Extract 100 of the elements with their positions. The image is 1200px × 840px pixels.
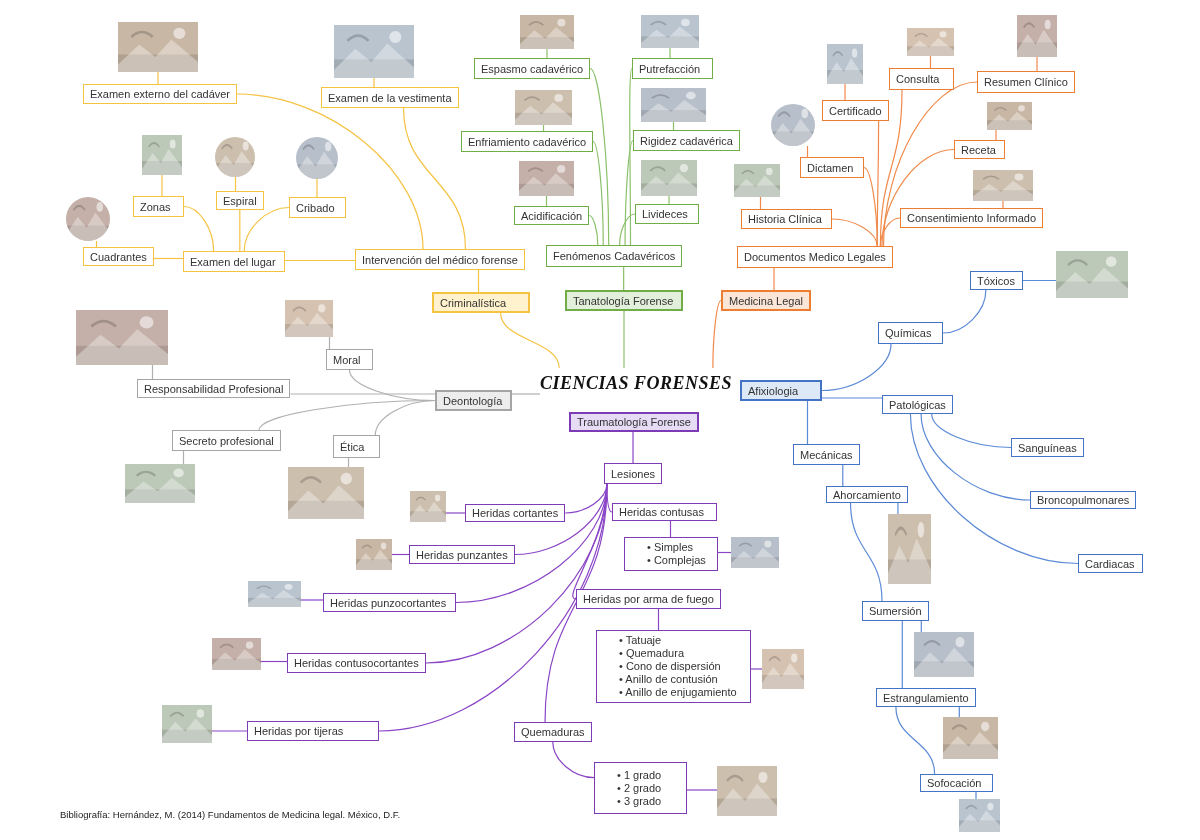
list-item: • Anillo de contusión — [619, 673, 719, 686]
connector-line — [882, 81, 978, 247]
connector-line — [542, 124, 545, 132]
connector-line — [243, 206, 290, 252]
photo-placeholder — [907, 28, 954, 56]
photo-placeholder — [162, 705, 212, 743]
connector-line — [895, 706, 936, 775]
topic-box: Lesiones — [604, 463, 663, 484]
connector-line — [623, 310, 625, 369]
connector-line — [1002, 200, 1004, 209]
photo-placeholder — [515, 90, 572, 125]
topic-box: Heridas punzantes — [409, 545, 515, 564]
main-topic-box: Criminalística — [432, 292, 530, 313]
connector-line — [931, 413, 1012, 449]
topic-box: Sanguíneas — [1011, 438, 1084, 457]
photo-placeholder — [288, 467, 364, 519]
connector-line — [750, 668, 763, 670]
photo-placeholder — [125, 464, 195, 503]
topic-box: Espasmo cadavérico — [474, 58, 591, 79]
photo-placeholder — [959, 799, 1000, 832]
topic-box: Documentos Medico Legales — [737, 246, 893, 268]
main-topic-box: Traumatología Forense — [569, 412, 699, 432]
connector-line — [552, 741, 595, 779]
connector-line — [975, 791, 977, 800]
connector-line — [589, 67, 610, 246]
topic-box: Ética — [333, 435, 380, 458]
connector-line — [157, 71, 159, 85]
topic-box: Heridas punzocortantes — [323, 593, 456, 612]
bullet-list-box — [596, 630, 751, 703]
photo-placeholder — [76, 310, 168, 365]
connector-line — [153, 257, 184, 260]
bullet-list-box — [594, 762, 687, 814]
list-item: • Cono de dispersión — [619, 660, 722, 673]
photo-placeholder — [66, 197, 110, 241]
photo-placeholder — [285, 300, 333, 337]
connector-line — [402, 107, 467, 250]
connector-line — [1036, 56, 1038, 72]
connector-line — [500, 312, 560, 369]
connector-line — [712, 299, 722, 369]
connector-line — [289, 393, 436, 395]
connector-line — [161, 174, 163, 197]
connector-line — [629, 67, 633, 246]
connector-line — [879, 89, 903, 247]
photo-placeholder — [519, 161, 574, 196]
topic-box: Ahorcamiento — [826, 486, 908, 503]
connector-line — [844, 83, 846, 101]
list-item: • Quemadura — [619, 647, 685, 660]
topic-box: Tóxicos — [970, 271, 1023, 290]
connector-line — [821, 397, 883, 399]
topic-box: Resumen Clínico — [977, 71, 1075, 93]
photo-placeholder — [215, 137, 255, 177]
photo-placeholder — [731, 537, 779, 568]
connector-line — [95, 240, 98, 248]
topic-box: Examen del lugar — [183, 251, 285, 272]
bibliography-note: Bibliografía: Hernández, M. (2014) Fundamentos de Medicina legal. México, D.F. — [60, 809, 401, 820]
list-item: • 1 grado — [617, 768, 663, 782]
topic-box: Cribado — [289, 197, 346, 218]
photo-placeholder — [734, 164, 780, 197]
connector-line — [897, 502, 899, 515]
photo-placeholder — [1017, 15, 1057, 57]
photo-placeholder — [212, 638, 261, 670]
connector-line — [588, 214, 599, 246]
connector-line — [881, 148, 955, 247]
topic-box: Cuadrantes — [83, 247, 154, 266]
connector-line — [773, 267, 775, 291]
topic-box: Estrangulamiento — [876, 688, 976, 707]
connector-line — [995, 129, 997, 141]
connector-line — [632, 431, 634, 464]
topic-box: Secreto profesional — [172, 430, 281, 451]
topic-box: Intervención del médico forense — [355, 249, 525, 270]
connector-line — [300, 599, 324, 601]
topic-box: Patológicas — [882, 395, 953, 414]
topic-box: Enfriamiento cadavérico — [461, 131, 593, 152]
connector-line — [909, 413, 1079, 565]
photo-placeholder — [1056, 251, 1128, 298]
connector-line — [686, 789, 718, 791]
connector-line — [821, 343, 892, 392]
connector-line — [445, 512, 466, 514]
photo-placeholder — [987, 102, 1032, 130]
list-item: • Anillo de enjugamiento — [619, 686, 738, 699]
photo-placeholder — [356, 539, 392, 570]
topic-box: Broncopulmonares — [1030, 491, 1137, 509]
photo-placeholder — [248, 581, 301, 607]
photo-placeholder — [118, 22, 198, 72]
connector-line — [284, 259, 356, 262]
connector-line — [920, 413, 1031, 501]
list-item: • Tatuaje — [619, 634, 663, 647]
photo-placeholder — [334, 25, 414, 78]
connector-line — [849, 502, 883, 602]
photo-placeholder — [943, 717, 998, 759]
topic-box: Heridas contusas — [612, 503, 717, 521]
main-topic-box: Afixiologia — [740, 380, 822, 401]
main-topic-box: Medicina Legal — [721, 290, 811, 311]
topic-box: Químicas — [878, 322, 943, 344]
connector-line — [260, 660, 288, 663]
topic-box: Examen de la vestimenta — [321, 87, 459, 108]
connector-line — [624, 139, 634, 246]
connector-line — [842, 464, 844, 487]
connector-line — [1022, 279, 1057, 282]
main-topic-box: Tanatología Forense — [565, 290, 683, 311]
